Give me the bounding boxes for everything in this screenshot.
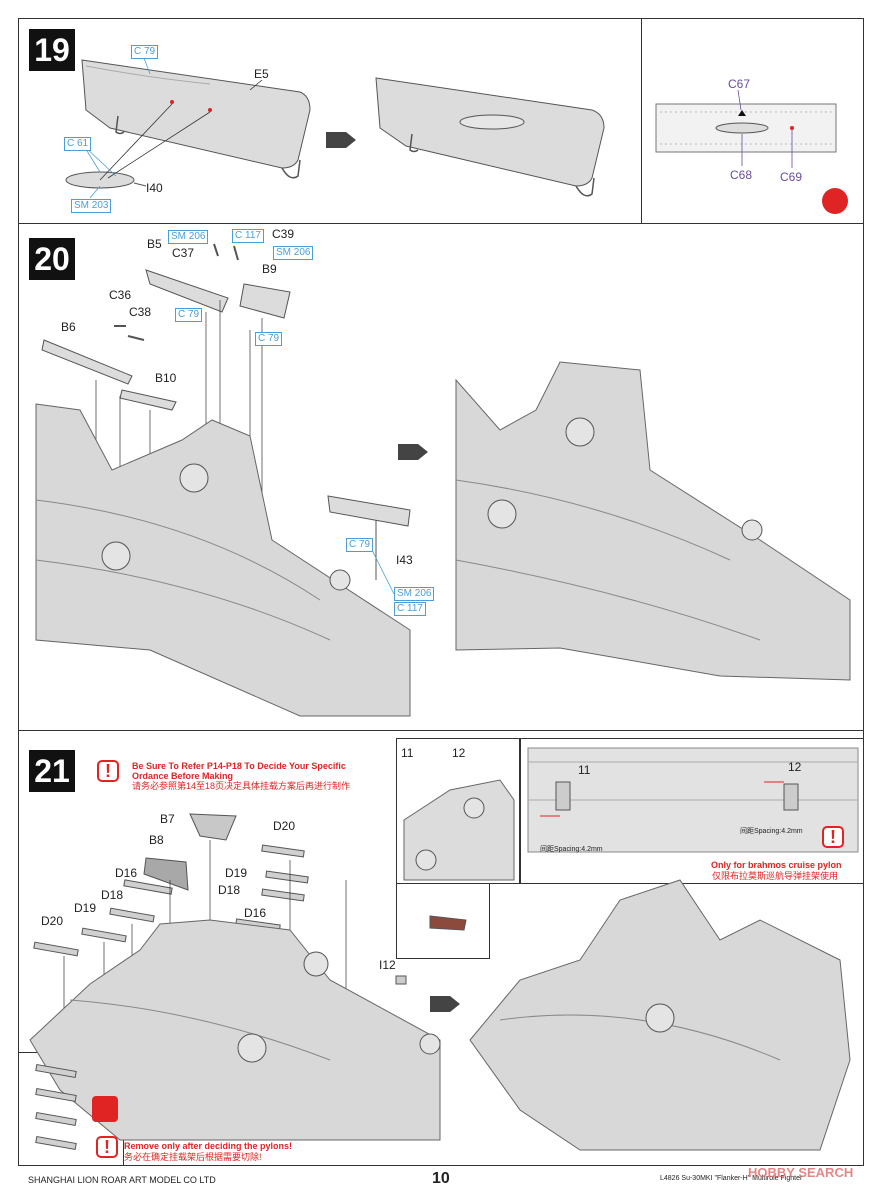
label-n12: 12 (452, 746, 466, 760)
label-c79-step19: C 79 (131, 45, 159, 59)
label-c79-b: C 79 (255, 332, 283, 346)
label-d16-b: D16 (244, 906, 267, 920)
label-d20-b: D20 (41, 914, 64, 928)
remove-warning-icon: ! (96, 1136, 118, 1158)
label-c117-a: C 117 (232, 229, 264, 243)
lion-roar-logo-icon (822, 188, 848, 214)
label-detail-11: 11 (578, 763, 591, 777)
label-d19-b: D19 (74, 901, 97, 915)
label-b5: B5 (147, 237, 162, 251)
spacing-label-left: 间距Spacing:4.2mm (540, 846, 603, 853)
label-d16-a: D16 (115, 866, 138, 880)
footer-product: L4826 Su-30MKI "Flanker-H" Multirole Fig… (660, 1175, 803, 1182)
warning-icon: ! (97, 760, 119, 782)
label-c67: C67 (728, 77, 751, 91)
label-c69: C69 (780, 170, 803, 184)
label-c117-b: C 117 (394, 602, 426, 616)
label-sm206-c: SM 206 (394, 587, 435, 601)
label-c36: C36 (109, 288, 132, 302)
label-e5: E5 (254, 67, 269, 81)
label-c68: C68 (730, 168, 753, 182)
warning-text-cn: 请务必参照第14至18页决定具体挂载方案后再进行制作 (132, 781, 351, 791)
label-b9: B9 (262, 262, 277, 276)
brahmos-warning-icon: ! (822, 826, 844, 848)
label-d19-a: D19 (225, 866, 248, 880)
label-n11: 11 (401, 746, 414, 760)
label-b6: B6 (61, 320, 76, 334)
label-c61: C 61 (64, 137, 92, 151)
label-c79-a: C 79 (175, 308, 203, 322)
warning-text-en-2: Ordance Before Making (132, 771, 234, 781)
watermark-hobby-search: HOBBY SEARCH (748, 1165, 854, 1180)
label-c79-c: C 79 (346, 538, 374, 552)
label-c37: C37 (172, 246, 195, 260)
spacing-label-right: 间距Spacing:4.2mm (740, 828, 803, 835)
page-number: 10 (432, 1170, 450, 1187)
label-b10: B10 (155, 371, 177, 385)
footer-company: SHANGHAI LION ROAR ART MODEL CO LTD (28, 1175, 216, 1185)
label-i43: I43 (396, 553, 413, 567)
label-sm203: SM 203 (71, 199, 112, 213)
remove-text-cn: 务必在确定挂载架后根据需要切除! (124, 1152, 262, 1162)
step-21-number: 21 (29, 750, 75, 792)
step-19-number: 19 (29, 29, 75, 71)
remove-text-en: Remove only after deciding the pylons! (124, 1141, 293, 1151)
label-sm206-a: SM 206 (168, 230, 209, 244)
step-20-number: 20 (29, 238, 75, 280)
label-d18-b: D18 (218, 883, 241, 897)
label-b8: B8 (149, 833, 164, 847)
label-i40: I40 (146, 181, 163, 195)
label-c39: C39 (272, 227, 295, 241)
label-c38: C38 (129, 305, 152, 319)
label-d20-a: D20 (273, 819, 296, 833)
label-sm206-b: SM 206 (273, 246, 314, 260)
cut-tool-icon (92, 1096, 118, 1122)
warning-text-en-1: Be Sure To Refer P14-P18 To Decide Your … (132, 761, 346, 771)
label-b7: B7 (160, 812, 175, 826)
label-d18-a: D18 (101, 888, 124, 902)
label-detail-12: 12 (788, 760, 802, 774)
brahmos-text-en: Only for brahmos cruise pylon (711, 860, 842, 870)
label-i12: I12 (379, 958, 396, 972)
brahmos-text-cn: 仅限布拉莫斯巡航导弹挂架使用 (712, 871, 839, 881)
